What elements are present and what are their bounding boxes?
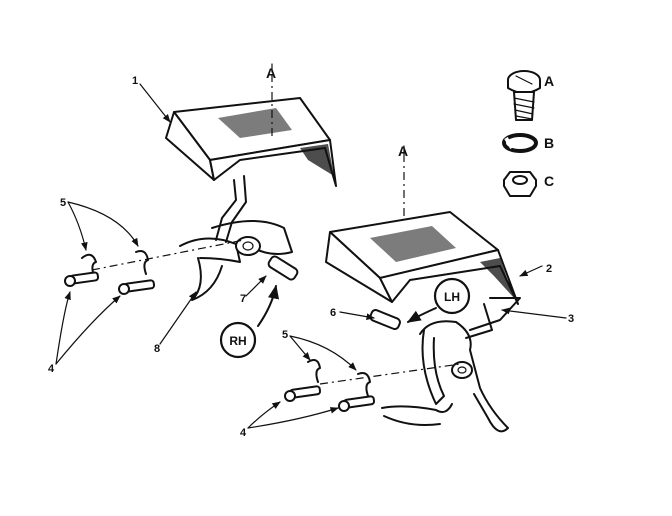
legend-label-a: A (544, 73, 554, 89)
right-tine-assembly (369, 297, 521, 433)
callout-4-left: 4 (48, 363, 55, 375)
callout-5-left: 5 (60, 197, 66, 209)
callout-8: 8 (154, 343, 160, 355)
left-tine-assembly (179, 175, 299, 301)
callout-1: 1 (132, 75, 138, 87)
callout-4-right: 4 (240, 427, 247, 439)
right-shield (325, 211, 519, 305)
legend-lock-washer-icon (502, 133, 538, 153)
rh-label: RH (229, 334, 246, 348)
rh-badge: RH (219, 321, 257, 359)
legend-nut-icon (503, 171, 537, 197)
callout-3: 3 (568, 313, 574, 325)
callout-6: 6 (330, 307, 336, 319)
callout-7: 7 (240, 293, 246, 305)
lh-badge: LH (433, 277, 471, 315)
legend-label-b: B (544, 135, 554, 151)
left-hardware (64, 250, 156, 295)
leader-lines (55, 63, 567, 429)
left-shield (165, 97, 337, 187)
legend-label-c: C (544, 173, 554, 189)
right-hardware (284, 359, 376, 412)
ref-letter-a-left: A (266, 65, 276, 81)
assembly-lines (91, 74, 461, 385)
legend-screw-icon (507, 70, 541, 121)
callout-5-right: 5 (282, 329, 288, 341)
callout-2: 2 (546, 263, 552, 275)
lh-label: LH (444, 290, 460, 304)
ref-letter-a-right: A (398, 143, 408, 159)
